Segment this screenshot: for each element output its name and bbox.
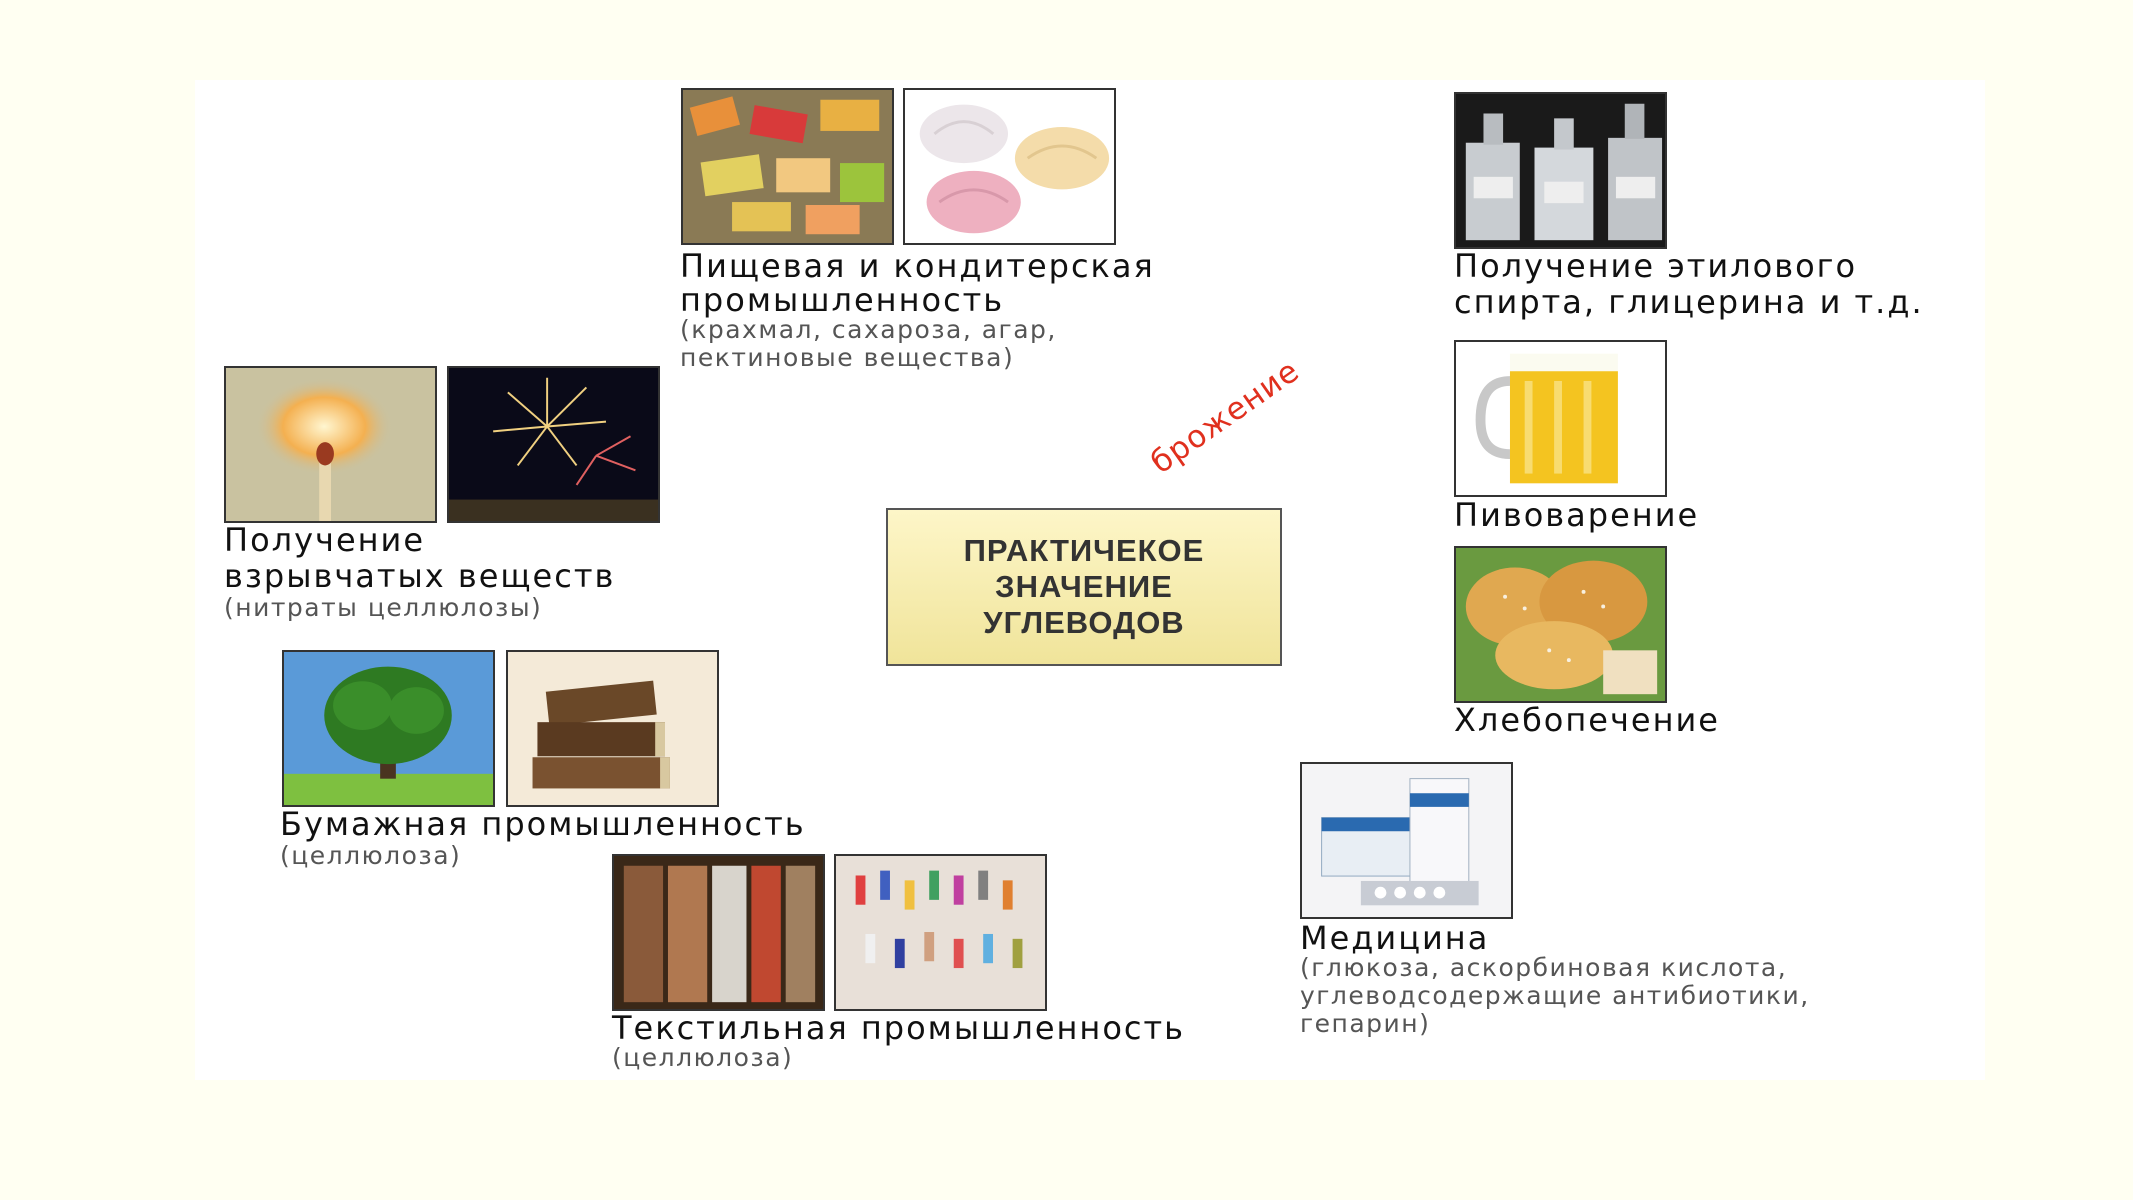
old-books-image: [506, 650, 719, 807]
explosives-title-2: взрывчатых веществ: [224, 557, 616, 595]
medicine-sub-3: гепарин): [1300, 1009, 1431, 1038]
ethanol-title-2: спирта, глицерина и т.д.: [1454, 283, 1924, 321]
jelly-candies-image: [681, 88, 894, 245]
food-industry-sub-2: пектиновые вещества): [680, 343, 1015, 372]
textile-industry-title: Текстильная промышленность: [612, 1009, 1186, 1047]
textile-industry-sub: (целлюлоза): [612, 1043, 794, 1072]
food-industry-title-1: Пищевая и кондитерская: [680, 247, 1155, 285]
fireworks-image: [447, 366, 660, 523]
brewing-title: Пивоварение: [1454, 496, 1700, 534]
glass-bottles-image: [1454, 92, 1667, 249]
paper-industry-sub: (целлюлоза): [280, 841, 462, 870]
medicine-sub-1: (глюкоза, аскорбиновая кислота,: [1300, 953, 1788, 982]
food-industry-sub-1: (крахмал, сахароза, агар,: [680, 315, 1057, 344]
explosives-sub: (нитраты целлюлозы): [224, 593, 543, 622]
fabrics-image: [612, 854, 825, 1011]
medicine-sub-2: углеводсодержащие антибиотики,: [1300, 981, 1810, 1010]
burning-match-image: [224, 366, 437, 523]
tree-image: [282, 650, 495, 807]
bread-image: [1454, 546, 1667, 703]
explosives-title-1: Получение: [224, 521, 426, 559]
medicine-package-image: [1300, 762, 1513, 919]
center-topic-box: ПРАКТИЧЕКОЕ ЗНАЧЕНИЕ УГЛЕВОДОВ: [886, 508, 1282, 666]
marshmallow-image: [903, 88, 1116, 245]
beer-mug-image: [1454, 340, 1667, 497]
baking-title: Хлебопечение: [1454, 701, 1720, 739]
food-industry-title-2: промышленность: [680, 281, 1005, 319]
medicine-title: Медицина: [1300, 919, 1490, 957]
center-topic-title: ПРАКТИЧЕКОЕ ЗНАЧЕНИЕ УГЛЕВОДОВ: [963, 533, 1205, 640]
threads-image: [834, 854, 1047, 1011]
ethanol-title-1: Получение этилового: [1454, 247, 1858, 285]
paper-industry-title: Бумажная промышленность: [280, 805, 806, 843]
